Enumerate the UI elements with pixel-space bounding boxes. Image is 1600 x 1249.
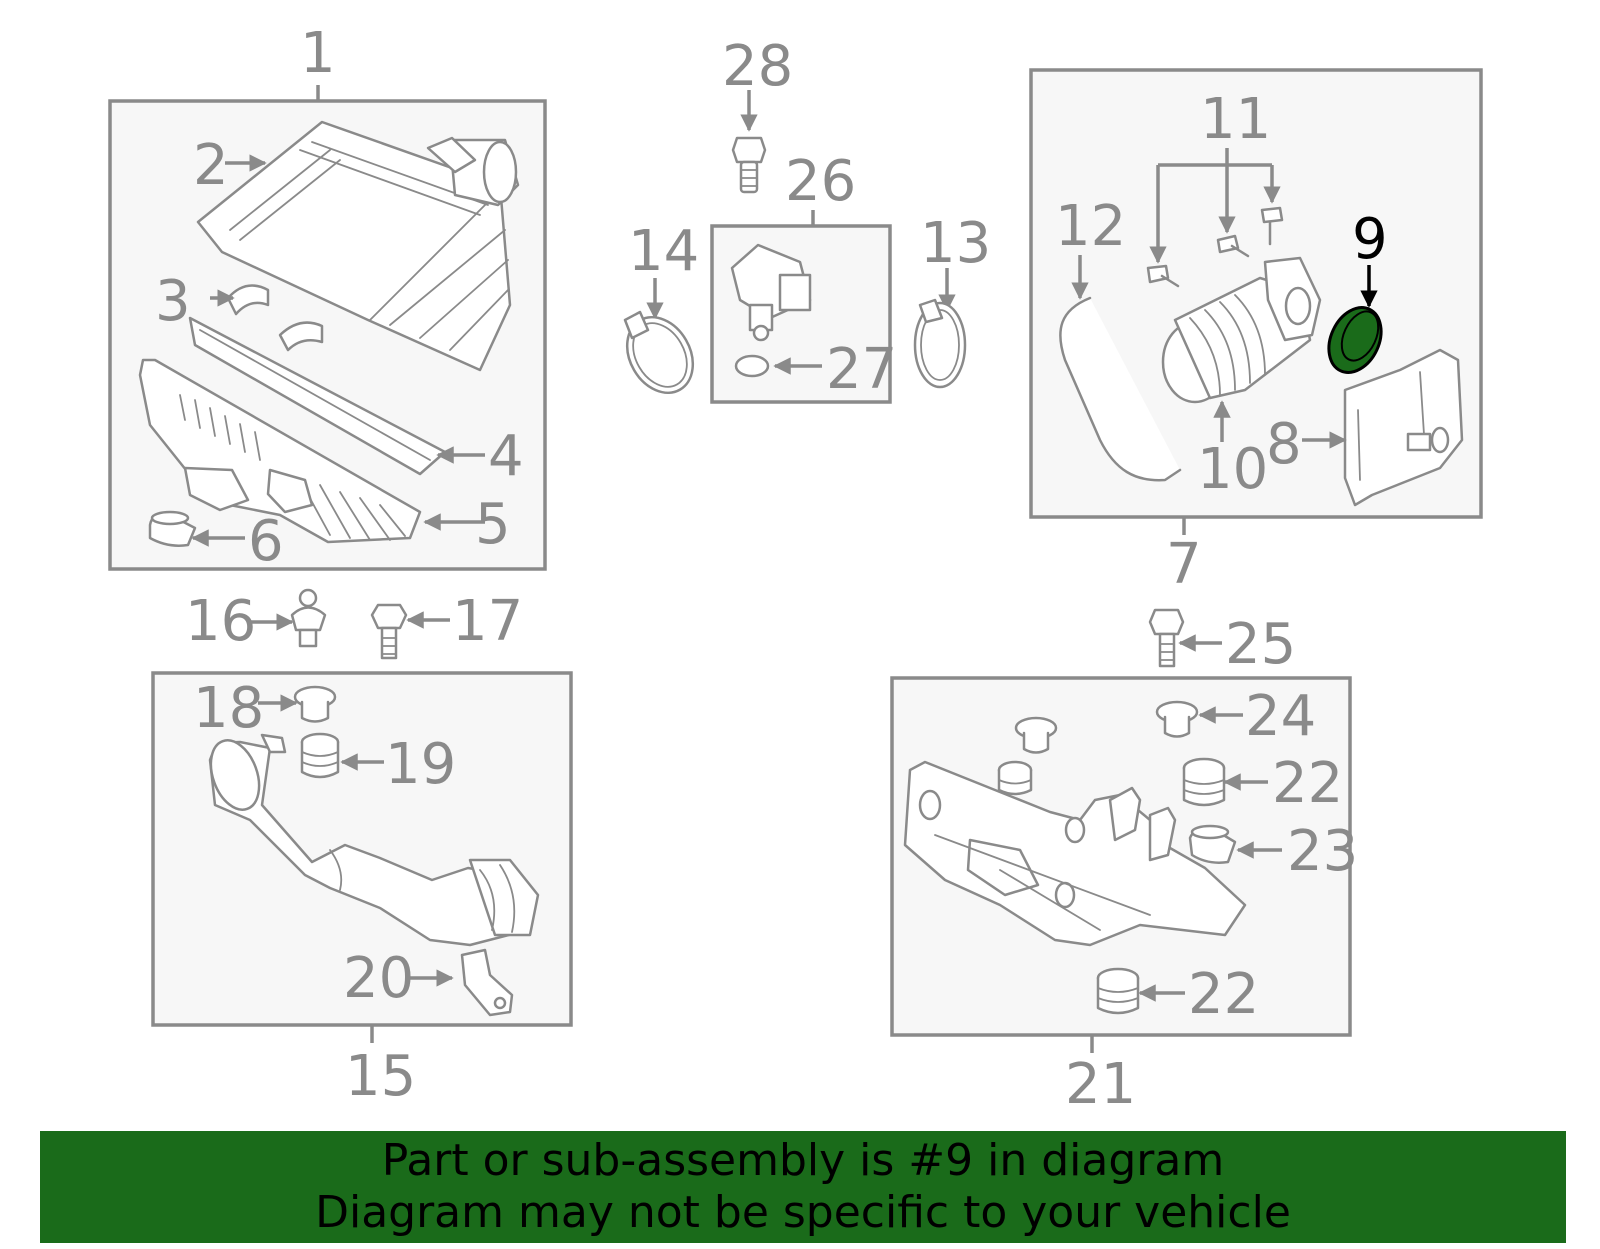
group-sensor: 28 26 27 14 13 [614, 34, 991, 404]
callout-15[interactable]: 15 [345, 1044, 416, 1109]
callout-11[interactable]: 11 [1200, 87, 1271, 152]
callout-22b[interactable]: 22 [1188, 962, 1259, 1027]
group-bracket: 25 21 24 22 23 [890, 608, 1358, 1117]
group-intake: 7 11 12 10 9 [1029, 68, 1483, 597]
inlet-duct-box [151, 671, 573, 1027]
bracket-part[interactable] [903, 760, 1247, 947]
callout-22a[interactable]: 22 [1272, 751, 1343, 816]
callout-14[interactable]: 14 [628, 219, 699, 284]
callout-23[interactable]: 23 [1287, 819, 1358, 884]
bushing-part[interactable] [1096, 967, 1140, 1015]
lower-housing-part[interactable] [138, 358, 422, 544]
clip-part[interactable] [290, 588, 327, 648]
grommet-part[interactable] [148, 510, 197, 547]
intake-hose-part[interactable] [1161, 256, 1322, 404]
callout-8[interactable]: 8 [1266, 412, 1302, 477]
callout-18[interactable]: 18 [193, 676, 264, 741]
callout-5[interactable]: 5 [475, 492, 511, 557]
callout-24[interactable]: 24 [1245, 684, 1316, 749]
callout-10[interactable]: 10 [1197, 437, 1268, 502]
screw-part[interactable] [1146, 206, 1284, 288]
bolt-part[interactable] [1148, 608, 1185, 668]
grommet-part[interactable] [1188, 824, 1237, 864]
callout-3[interactable]: 3 [155, 269, 191, 334]
callout-2[interactable]: 2 [193, 133, 229, 198]
banner-line-2: Diagram may not be specific to your vehi… [315, 1187, 1291, 1238]
bolt-part[interactable] [370, 603, 408, 660]
bushing-part[interactable] [997, 760, 1033, 796]
filter-element-part[interactable] [188, 316, 447, 476]
callout-26[interactable]: 26 [785, 149, 856, 214]
callout-27[interactable]: 27 [826, 337, 897, 402]
bushing-part[interactable] [1182, 757, 1226, 807]
callout-25[interactable]: 25 [1225, 612, 1296, 677]
inlet-duct-part[interactable] [202, 733, 540, 947]
banner-line-1: Part or sub-assembly is #9 in diagram [381, 1135, 1225, 1186]
clip-part[interactable] [226, 284, 324, 352]
bracket-part[interactable] [460, 948, 514, 1017]
o-ring-part[interactable] [734, 354, 770, 378]
callout-12[interactable]: 12 [1055, 194, 1126, 259]
sensor-part[interactable] [730, 243, 812, 342]
group-air-cleaner: 1 2 3 4 [108, 21, 547, 574]
grommet-part[interactable] [293, 685, 337, 723]
grommet-part[interactable] [1155, 700, 1199, 738]
callout-6[interactable]: 6 [248, 509, 284, 574]
callout-19[interactable]: 19 [385, 732, 456, 797]
callout-20[interactable]: 20 [343, 946, 414, 1011]
callout-16[interactable]: 16 [185, 589, 256, 654]
mass-air-flow-housing-part[interactable] [1343, 348, 1464, 507]
callout-17[interactable]: 17 [452, 589, 523, 654]
callout-9[interactable]: 9 [1352, 207, 1388, 272]
group-inlet-duct: 16 17 15 18 19 [151, 588, 573, 1109]
callout-13[interactable]: 13 [920, 211, 991, 276]
clamp-part[interactable] [913, 298, 967, 389]
bolt-part[interactable] [731, 136, 767, 194]
grommet-part[interactable] [1014, 716, 1058, 754]
clamp-part[interactable] [614, 305, 706, 404]
callout-28[interactable]: 28 [722, 34, 793, 99]
callout-4[interactable]: 4 [488, 424, 524, 489]
callout-1[interactable]: 1 [300, 21, 336, 86]
callout-7[interactable]: 7 [1166, 532, 1202, 597]
upper-housing-part[interactable] [196, 120, 520, 372]
info-banner: Part or sub-assembly is #9 in diagram Di… [40, 1131, 1566, 1243]
highlighted-gasket-part[interactable] [1319, 299, 1391, 381]
hose-part[interactable] [1059, 296, 1182, 482]
callout-21[interactable]: 21 [1065, 1052, 1136, 1117]
bushing-part[interactable] [300, 732, 340, 779]
